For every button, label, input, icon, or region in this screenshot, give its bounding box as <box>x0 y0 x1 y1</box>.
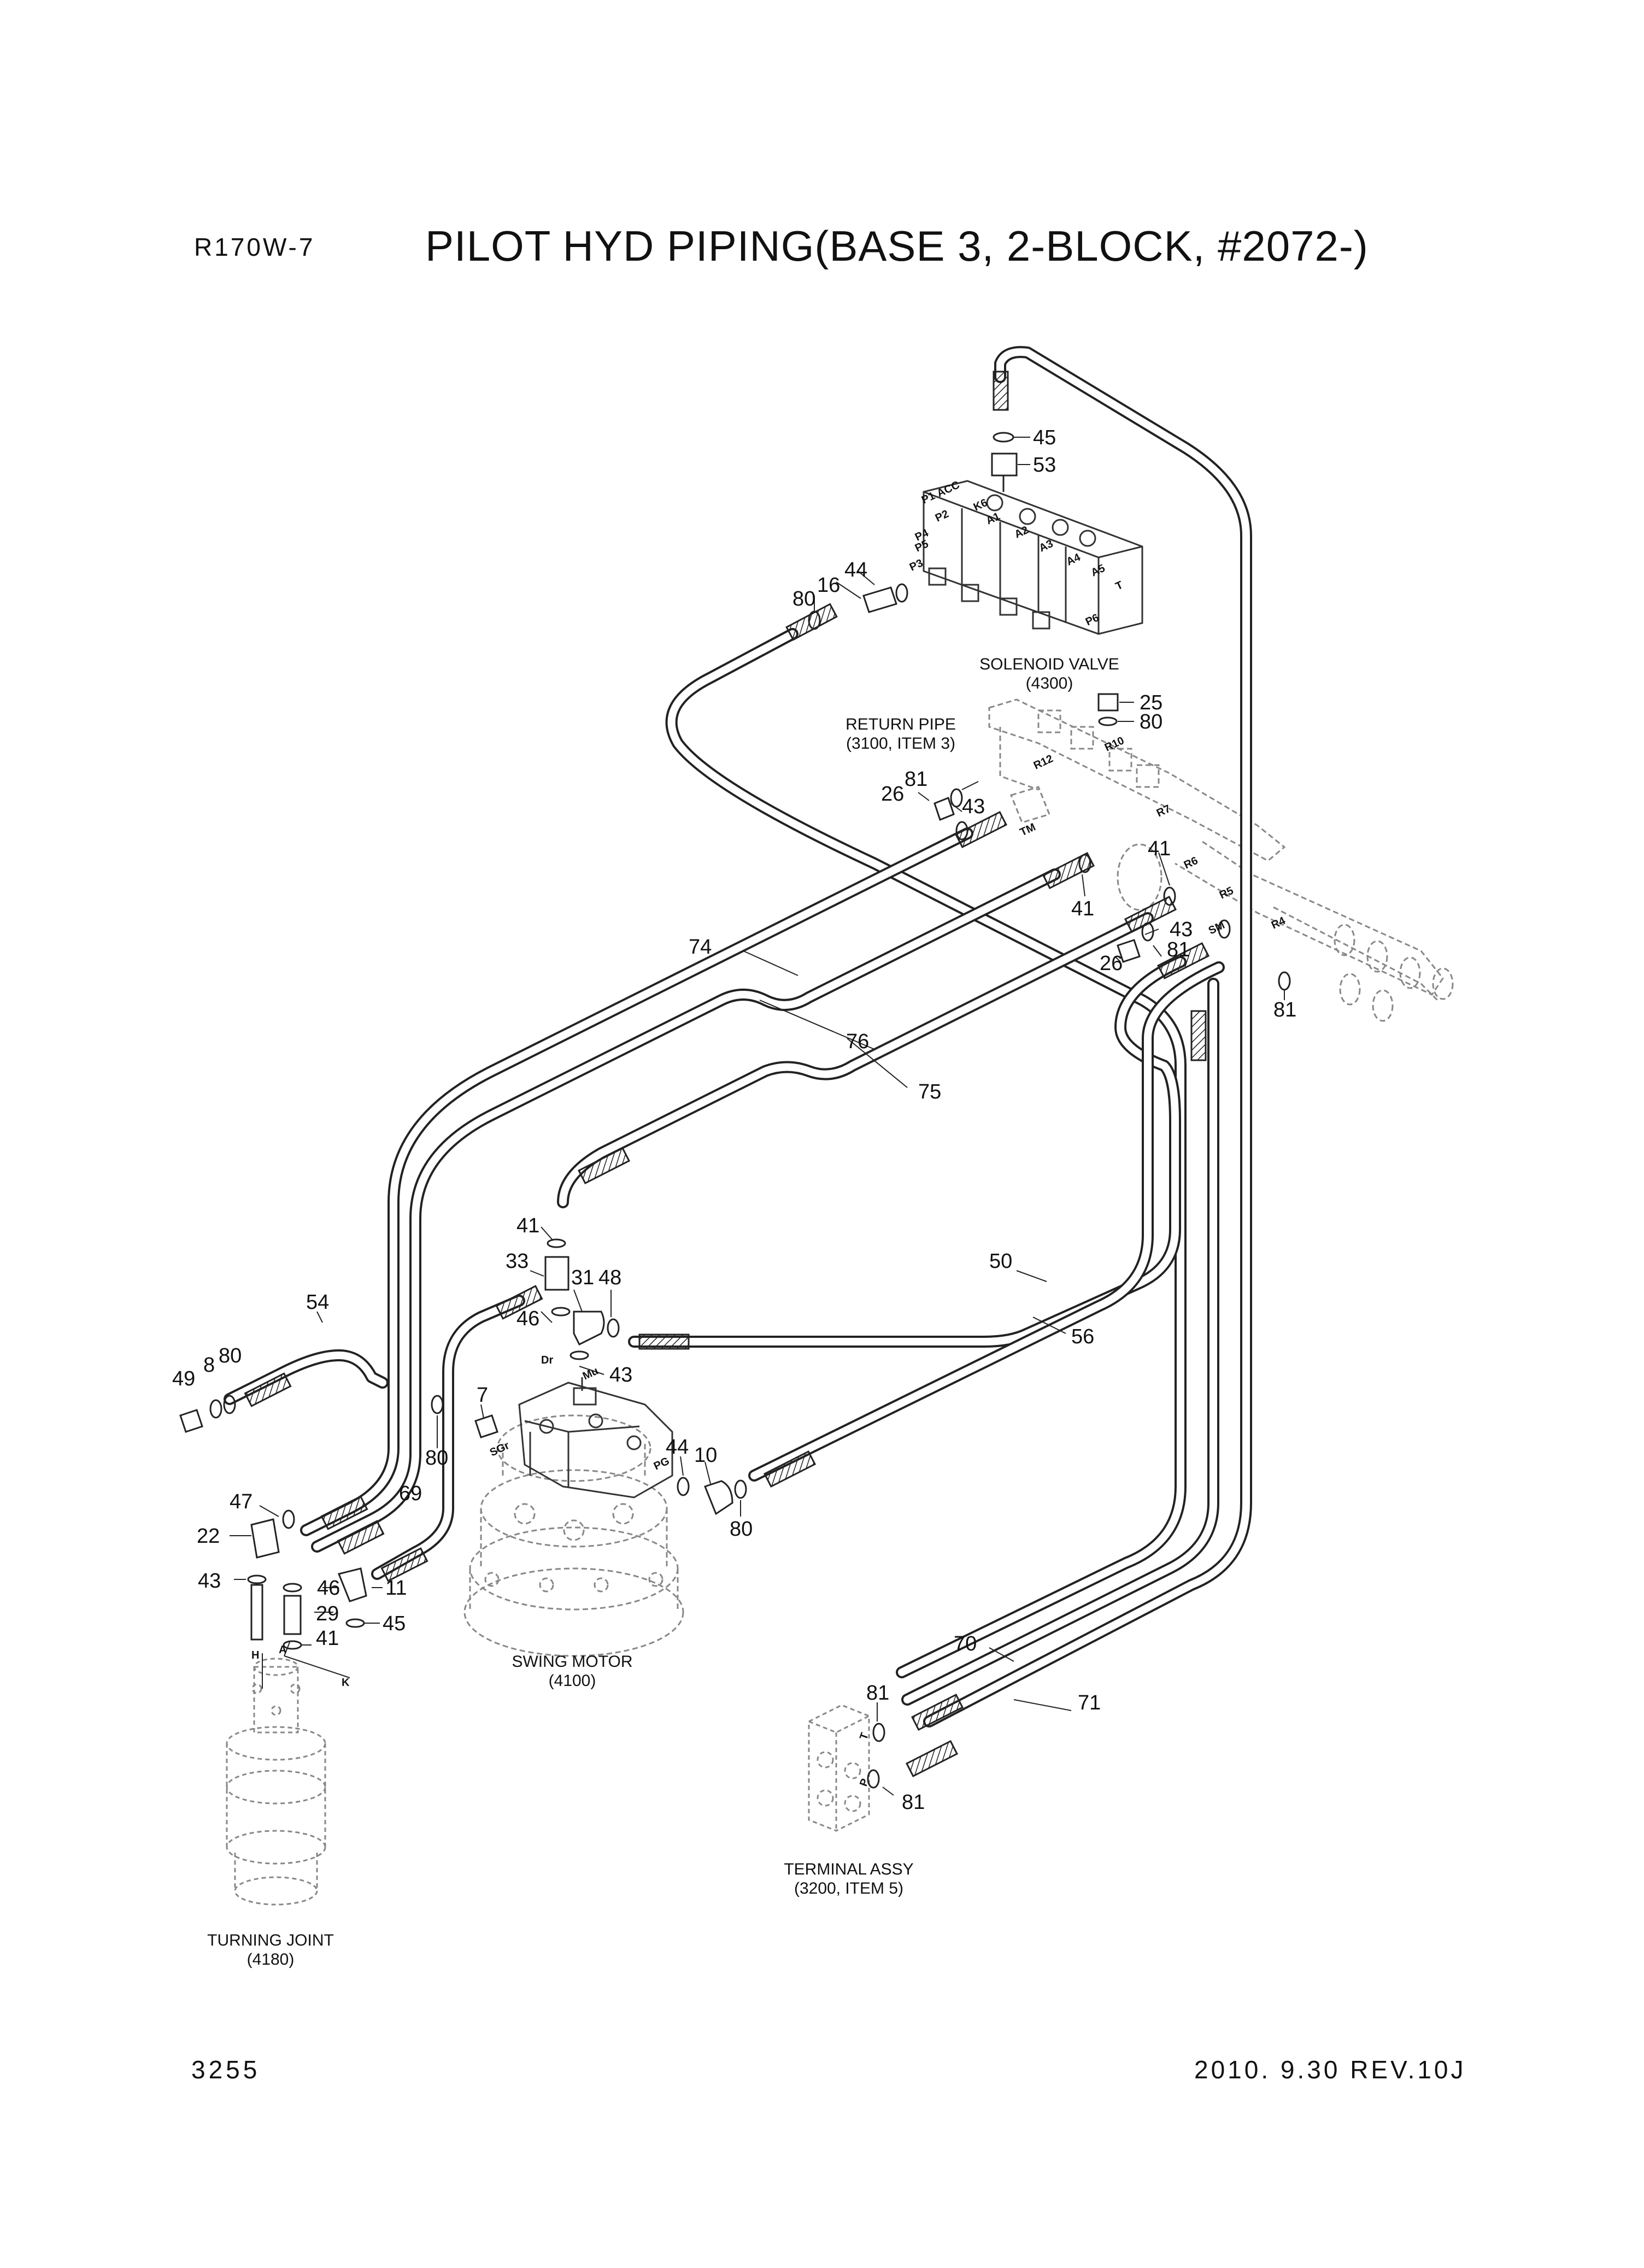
port-a4: A4 <box>1065 551 1083 568</box>
callout: 46 <box>317 1577 340 1600</box>
callout: 41 <box>316 1627 339 1650</box>
callout: 45 <box>1033 426 1056 449</box>
port-h: H <box>251 1649 259 1661</box>
callout: 44 <box>844 559 867 581</box>
port-k: K <box>342 1677 350 1689</box>
callout: 43 <box>609 1364 632 1386</box>
callout: 26 <box>1100 952 1123 975</box>
callout: 41 <box>1071 897 1094 920</box>
return-pipe-phantom <box>988 698 1454 1022</box>
callout: 53 <box>1033 454 1056 477</box>
callout: 49 <box>172 1367 195 1390</box>
fittings <box>179 432 1291 1789</box>
callout: 44 <box>666 1436 689 1459</box>
callout: 41 <box>1148 837 1171 860</box>
port-r10: R10 <box>1103 735 1126 754</box>
callout: 71 <box>1078 1691 1101 1714</box>
callout: 80 <box>1140 710 1162 733</box>
return-pipe-label: RETURN PIPE <box>846 715 956 733</box>
callout: 43 <box>1170 918 1193 941</box>
turning-joint-ref: (4180) <box>247 1950 295 1969</box>
solenoid-valve-ref: (4300) <box>1026 674 1073 692</box>
port-sm: SM <box>1207 919 1226 937</box>
port-p3: P3 <box>908 557 925 573</box>
callout: 69 <box>399 1482 422 1505</box>
terminal-assy-label: TERMINAL ASSY <box>784 1860 913 1878</box>
callout: 22 <box>197 1525 220 1548</box>
callout: 81 <box>905 768 927 791</box>
callout: 26 <box>881 783 904 806</box>
page-number: 3255 <box>191 2055 261 2084</box>
callout: 75 <box>918 1080 941 1103</box>
port-p1: P1 <box>920 490 937 506</box>
callout: 43 <box>962 795 985 818</box>
callout: 54 <box>306 1291 329 1314</box>
port-a1: A1 <box>984 510 1002 527</box>
turning-joint-phantom <box>226 1658 326 1906</box>
port-r4: R4 <box>1270 914 1288 931</box>
swing-motor-label: SWING MOTOR <box>512 1653 632 1671</box>
joint-port-labels: H A K <box>251 1644 350 1689</box>
port-tm: TM <box>1018 821 1037 838</box>
callout: 80 <box>730 1518 753 1541</box>
callout: 81 <box>1273 998 1296 1021</box>
callout: 80 <box>425 1447 448 1470</box>
callout-numbers: 45 53 44 16 80 25 80 81 26 43 41 41 43 8… <box>172 426 1296 1814</box>
revision-date: 2010. 9.30 REV.10J <box>1194 2055 1466 2084</box>
port-dr: Dr <box>541 1354 553 1366</box>
port-t-terminal: T <box>858 1731 871 1742</box>
callout: 31 <box>571 1266 594 1289</box>
component-labels: SOLENOID VALVE (4300) RETURN PIPE (3100,… <box>207 655 1119 1969</box>
callout: 50 <box>989 1250 1012 1273</box>
callout: 81 <box>1167 938 1190 961</box>
hose-ferrules <box>244 371 1210 1778</box>
turning-joint-label: TURNING JOINT <box>207 1931 334 1949</box>
callout: 80 <box>792 587 815 610</box>
callout: 25 <box>1140 691 1162 714</box>
swing-motor-ref: (4100) <box>549 1672 596 1690</box>
port-acc: ACC <box>935 479 962 500</box>
port-p5: P5 <box>913 538 930 554</box>
model-number: R170W-7 <box>194 233 315 261</box>
callout: 8 <box>203 1354 215 1377</box>
port-p2: P2 <box>933 508 950 524</box>
callout: 45 <box>383 1612 406 1635</box>
solenoid-valve-label: SOLENOID VALVE <box>979 655 1119 673</box>
return-pipe-ref: (3100, ITEM 3) <box>846 735 955 753</box>
callout: 29 <box>316 1602 339 1625</box>
swing-motor-phantom <box>463 1414 684 1657</box>
callout: 46 <box>516 1307 539 1330</box>
callout: 81 <box>902 1791 925 1814</box>
callout: 48 <box>598 1266 621 1289</box>
terminal-assy-ref: (3200, ITEM 5) <box>794 1879 903 1897</box>
callout: 80 <box>219 1344 242 1367</box>
solenoid-valve-body <box>923 480 1143 635</box>
port-r7: R7 <box>1155 803 1172 820</box>
port-a5: A5 <box>1089 562 1107 579</box>
callout: 47 <box>230 1490 253 1513</box>
port-t: T <box>1114 579 1125 592</box>
callout: 7 <box>477 1384 488 1407</box>
callout: 10 <box>694 1444 717 1467</box>
swing-port-labels: Dr Mu SGr PG <box>488 1354 671 1473</box>
callout: 41 <box>516 1214 539 1237</box>
callout: 56 <box>1071 1325 1094 1348</box>
hoses <box>224 346 1252 1728</box>
leader-lines <box>230 437 1285 1796</box>
callout: 43 <box>198 1570 221 1593</box>
callout: 16 <box>817 574 840 597</box>
callout: 11 <box>385 1577 407 1600</box>
page-title: PILOT HYD PIPING(BASE 3, 2-BLOCK, #2072-… <box>425 222 1369 270</box>
port-r12: R12 <box>1032 753 1055 772</box>
swing-motor-body <box>518 1377 673 1499</box>
callout: 33 <box>506 1250 529 1273</box>
callout: 81 <box>866 1682 889 1705</box>
port-a: A <box>279 1644 286 1656</box>
callout: 74 <box>689 936 712 959</box>
port-p-terminal: P <box>858 1777 871 1788</box>
callout: 70 <box>954 1632 977 1655</box>
terminal-assy-phantom <box>808 1704 870 1832</box>
callout: 76 <box>846 1030 869 1053</box>
